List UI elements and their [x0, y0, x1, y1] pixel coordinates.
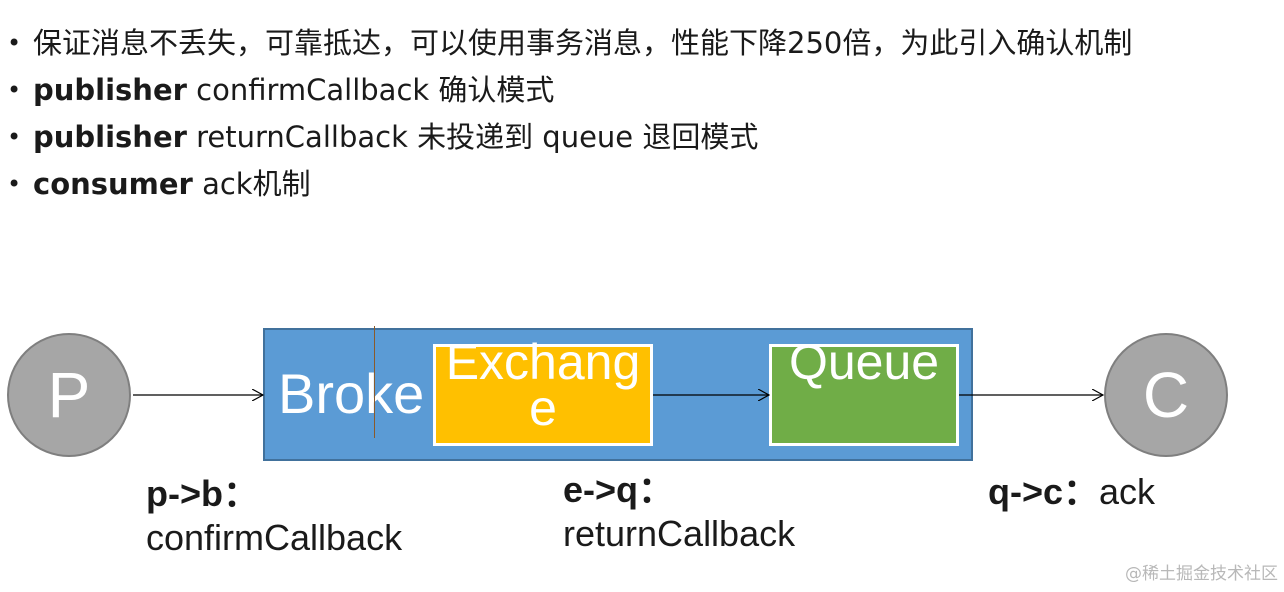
caption-body: returnCallback	[563, 513, 796, 554]
producer-label: P	[47, 359, 91, 431]
caption-head: e->q：	[563, 469, 675, 510]
bullet-dot-icon: •	[7, 123, 22, 151]
consumer-node: C	[1104, 333, 1228, 457]
bullet-item: • 保证消息不丢失，可靠抵达，可以使用事务消息，性能下降250倍，为此引入确认机…	[0, 28, 1180, 59]
queue-label: Queue	[788, 334, 940, 390]
watermark: @稀土掘金技术社区	[1125, 564, 1278, 584]
text-cursor	[374, 326, 375, 438]
queue-box: Queue	[769, 337, 959, 446]
caption-head: q->c：	[988, 471, 1100, 512]
caption-p-to-b: p->b： confirmCallback	[146, 472, 402, 560]
bullet-text: confirmCallback 确认模式	[186, 73, 555, 107]
exchange-box: Exchange	[433, 337, 653, 446]
consumer-label: C	[1142, 359, 1190, 431]
bullet-bold: consumer	[33, 167, 193, 201]
bullet-text: ack机制	[192, 167, 311, 201]
caption-body: confirmCallback	[146, 517, 403, 558]
bullet-dot-icon: •	[7, 170, 22, 198]
bullet-dot-icon: •	[7, 76, 22, 104]
bullet-list: • 保证消息不丢失，可靠抵达，可以使用事务消息，性能下降250倍，为此引入确认机…	[0, 28, 1180, 216]
bullet-bold: publisher	[33, 120, 187, 154]
producer-node: P	[7, 333, 131, 457]
caption-body: ack	[1099, 471, 1156, 512]
caption-e-to-q: e->q： returnCallback	[563, 468, 795, 556]
bullet-item: • publisher confirmCallback 确认模式	[0, 75, 1180, 106]
bullet-dot-icon: •	[7, 29, 22, 57]
bullet-item: • publisher returnCallback 未投递到 queue 退回…	[0, 122, 1180, 153]
bullet-text: returnCallback 未投递到 queue 退回模式	[186, 120, 759, 154]
caption-head: p->b：	[146, 473, 259, 514]
bullet-bold: publisher	[33, 73, 187, 107]
broker-label: Broke	[278, 362, 425, 425]
exchange-label: Exchange	[445, 334, 641, 436]
bullet-item: • consumer ack机制	[0, 169, 1180, 200]
bullet-text: 保证消息不丢失，可靠抵达，可以使用事务消息，性能下降250倍，为此引入确认机制	[33, 26, 1133, 60]
caption-q-to-c: q->c：ack	[988, 470, 1155, 514]
